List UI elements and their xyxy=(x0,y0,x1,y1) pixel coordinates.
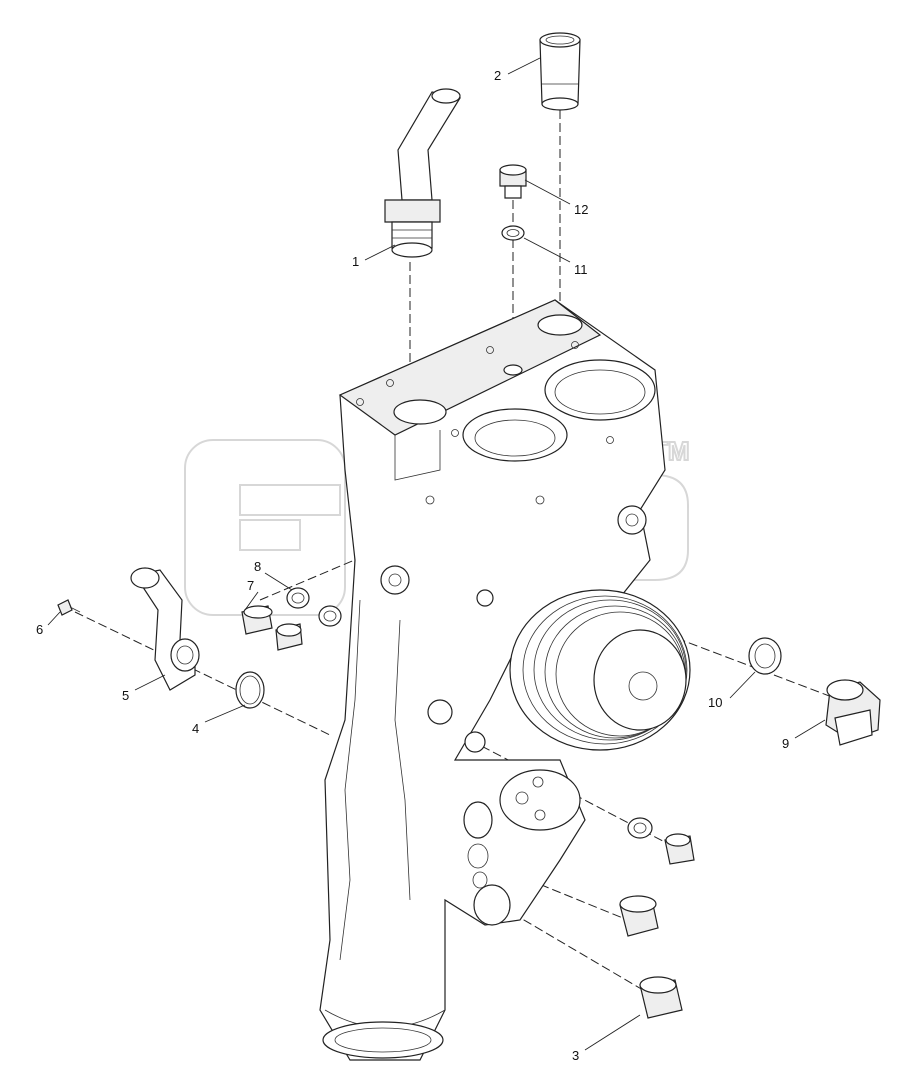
pump-housing xyxy=(319,299,666,1061)
pulley xyxy=(509,589,691,751)
part-8-washers xyxy=(286,587,342,627)
callout-11: 11 xyxy=(574,262,588,277)
part-9-plug xyxy=(825,679,881,746)
part-6-bolt xyxy=(57,599,81,616)
part-11-washer xyxy=(501,225,525,241)
callout-6: 6 xyxy=(36,622,43,637)
callouts: 1 2 3 4 5 6 7 8 9 10 11 12 xyxy=(36,68,789,1063)
callout-3: 3 xyxy=(572,1048,579,1063)
lower-plugs xyxy=(619,817,695,1019)
callout-8: 8 xyxy=(254,559,261,574)
part-2-sleeve xyxy=(539,32,581,111)
callout-4: 4 xyxy=(192,721,199,736)
callout-12: 12 xyxy=(574,202,588,217)
callout-7: 7 xyxy=(247,578,254,593)
callout-10: 10 xyxy=(708,695,722,710)
callout-9: 9 xyxy=(782,736,789,751)
part-10-washer xyxy=(748,637,782,675)
leader-lines xyxy=(47,57,826,1051)
callout-5: 5 xyxy=(122,688,129,703)
part-5-bent-pipe xyxy=(130,567,200,691)
callout-1: 1 xyxy=(352,254,359,269)
part-4-o-ring xyxy=(235,671,265,709)
part-7-plug xyxy=(241,605,303,651)
part-12-plug xyxy=(499,164,527,199)
part-1-elbow-fitting xyxy=(384,88,461,258)
callout-2: 2 xyxy=(494,68,501,83)
